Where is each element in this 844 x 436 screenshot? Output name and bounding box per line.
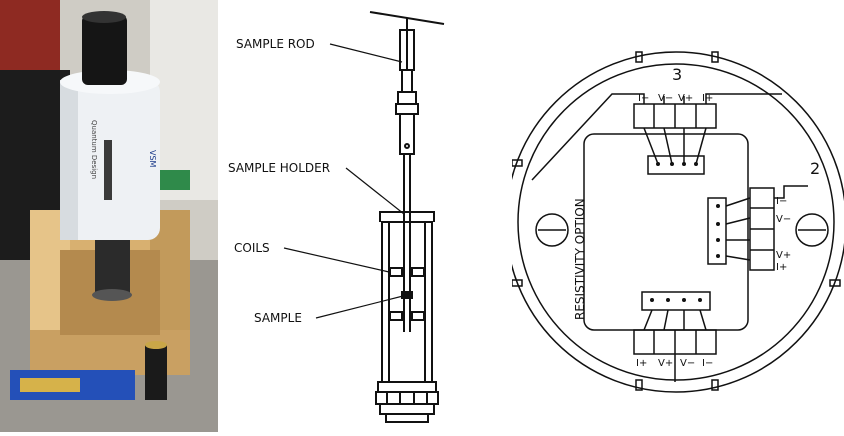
screw-hole-left bbox=[535, 213, 569, 247]
right-pin-3: V+ bbox=[776, 250, 791, 261]
vsm-photo: VSM Quantum Design bbox=[0, 0, 218, 432]
coils-leader bbox=[283, 247, 390, 273]
coil-right-upper bbox=[411, 267, 425, 277]
sample-rod bbox=[401, 69, 413, 93]
bottom-pin-4: I− bbox=[702, 358, 713, 369]
right-pin-2: V− bbox=[776, 214, 791, 225]
vsm-model-label: VSM bbox=[148, 150, 157, 168]
sample bbox=[401, 291, 413, 299]
right-pin-1: I− bbox=[776, 196, 787, 207]
top-pin-1: I− bbox=[638, 93, 649, 104]
bottom-pin-3: V− bbox=[680, 358, 695, 369]
top-pin-3: V+ bbox=[678, 93, 693, 104]
resistivity-board-drawing: 3 2 RESISTIVITY OPTION I− V− V+ I+ I+ V+… bbox=[505, 51, 844, 393]
bottom-pin-1: I+ bbox=[636, 358, 647, 369]
sample-rod-label: SAMPLE ROD bbox=[236, 37, 315, 51]
right-pin-4: I+ bbox=[776, 262, 787, 273]
right-connector bbox=[707, 197, 727, 265]
magnet-column bbox=[95, 235, 130, 295]
top-pin-4: I+ bbox=[702, 93, 713, 104]
brand-label: Quantum Design bbox=[90, 120, 98, 179]
coil-left-lower bbox=[389, 311, 403, 321]
vsm-photo-illustration: VSM Quantum Design bbox=[0, 0, 218, 432]
sample-holder-label: SAMPLE HOLDER bbox=[228, 161, 330, 175]
sample-leader bbox=[315, 295, 404, 319]
sample-rod-leader bbox=[329, 43, 403, 63]
top-pin-2: V− bbox=[658, 93, 673, 104]
sample-cylinder bbox=[145, 345, 167, 400]
sample-board bbox=[583, 133, 749, 331]
top-cap bbox=[82, 15, 127, 85]
top-connector bbox=[647, 155, 705, 175]
screw-hole-right bbox=[795, 213, 829, 247]
coil-right-lower bbox=[411, 311, 425, 321]
coil-left-upper bbox=[389, 267, 403, 277]
sample-label: SAMPLE bbox=[254, 311, 302, 325]
bottom-connector bbox=[641, 291, 711, 311]
sample-rod-drawing: SAMPLE ROD SAMPLE HOLDER COILS SAMPLE bbox=[228, 11, 445, 423]
board-title: RESISTIVITY OPTION bbox=[573, 198, 587, 320]
channel-2-label: 2 bbox=[810, 159, 820, 178]
bottom-pin-2: V+ bbox=[658, 358, 673, 369]
sample-rod-diagram: SAMPLE ROD SAMPLE HOLDER COILS SAMPLE bbox=[222, 0, 512, 432]
coils-label: COILS bbox=[234, 241, 270, 255]
channel-3-label: 3 bbox=[672, 65, 682, 84]
sample-holder-leader bbox=[345, 167, 405, 215]
resistivity-board-diagram: 3 2 RESISTIVITY OPTION I− V− V+ I+ I+ V+… bbox=[505, 0, 844, 432]
